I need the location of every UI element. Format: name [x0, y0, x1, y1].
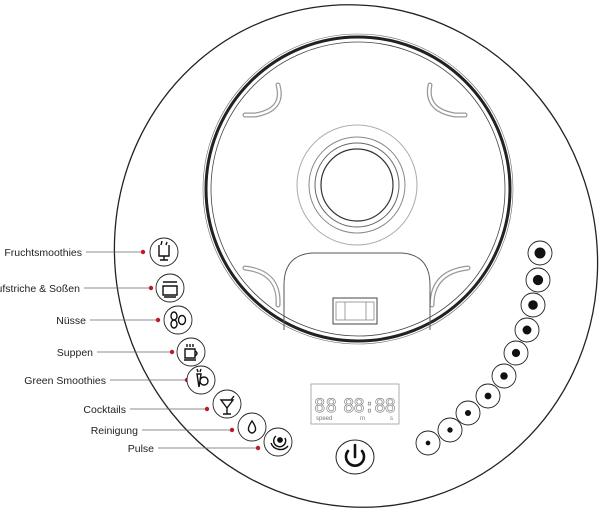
program-soup-cup-button[interactable]: Suppen	[57, 337, 206, 367]
program-button-ring[interactable]	[237, 412, 267, 442]
lid-grip	[242, 82, 471, 308]
speed-level-dot	[511, 348, 521, 358]
speed-selector	[415, 240, 553, 456]
leader-dot	[169, 349, 175, 355]
housing-outline	[113, 4, 599, 508]
speed-button-8[interactable]	[520, 292, 546, 318]
speed-button-7[interactable]	[514, 317, 540, 343]
program-button-ring[interactable]	[155, 273, 185, 303]
speed-button-10[interactable]	[527, 240, 553, 266]
speed-level-dot	[500, 372, 508, 380]
vegetables-icon	[196, 368, 209, 388]
leader-dot	[148, 285, 154, 291]
speed-button-6[interactable]	[503, 340, 529, 366]
speed-button-1[interactable]	[415, 430, 441, 456]
program-label: Aufstriche & Soßen	[0, 283, 80, 295]
speed-button-9[interactable]	[525, 267, 551, 293]
leader-dot	[229, 427, 235, 433]
pulse-icon	[270, 435, 289, 451]
program-button-ring[interactable]	[186, 365, 216, 395]
power-button[interactable]	[335, 439, 375, 475]
nuts-icon	[170, 311, 187, 329]
soup-cup-icon	[184, 344, 198, 361]
program-button-ring[interactable]	[149, 237, 179, 267]
cocktail-glass-icon	[219, 395, 235, 415]
speed-level-dot	[425, 440, 431, 446]
leader-dot	[155, 317, 161, 323]
program-cocktail-glass-button[interactable]: Cocktails	[83, 389, 242, 419]
program-label: Reinigung	[91, 425, 138, 437]
lcd-display: 88 88:88 speed m s	[310, 383, 400, 425]
speed-level-dot	[532, 274, 544, 286]
program-nuts-button[interactable]: Nüsse	[56, 305, 193, 335]
lid-latch[interactable]	[332, 297, 378, 325]
speed-level-dot	[522, 325, 532, 335]
program-smoothie-glass-button[interactable]: Fruchtsmoothies	[4, 237, 179, 267]
speed-level-dot	[464, 409, 472, 417]
time-digits: 88:88	[343, 395, 396, 417]
program-water-drop-button[interactable]: Reinigung	[91, 412, 267, 442]
program-label: Suppen	[57, 347, 93, 359]
leader-dot	[204, 406, 210, 412]
program-button-ring[interactable]	[176, 337, 206, 367]
lid-hub	[296, 124, 418, 246]
spout-outline	[283, 252, 431, 330]
speed-label: speed	[316, 416, 332, 422]
program-label: Green Smoothies	[24, 375, 106, 387]
speed-level-dot	[447, 427, 453, 433]
program-label: Nüsse	[56, 315, 86, 327]
water-drop-icon	[247, 419, 257, 434]
seconds-label: s	[390, 416, 393, 422]
power-icon	[344, 443, 366, 467]
speed-button-2[interactable]	[437, 417, 463, 443]
leader-dot	[255, 445, 261, 451]
smoothie-glass-icon	[158, 240, 170, 261]
leader-dot	[140, 249, 146, 255]
minutes-label: m	[360, 416, 365, 422]
program-label: Cocktails	[83, 404, 126, 416]
speed-button-5[interactable]	[491, 363, 517, 389]
program-buttons: FruchtsmoothiesAufstriche & SoßenNüsseSu…	[0, 237, 293, 457]
program-spread-jar-button[interactable]: Aufstriche & Soßen	[0, 273, 185, 303]
program-pulse-button[interactable]: Pulse	[128, 427, 293, 457]
lid	[202, 33, 514, 345]
program-vegetables-button[interactable]: Green Smoothies	[24, 365, 216, 395]
speed-level-dot	[534, 247, 546, 259]
speed-button-3[interactable]	[455, 400, 481, 426]
spread-jar-icon	[162, 281, 178, 298]
speed-button-4[interactable]	[475, 383, 501, 409]
program-label: Fruchtsmoothies	[4, 247, 82, 259]
speed-level-dot	[528, 300, 538, 310]
speed-digits: 88	[314, 395, 337, 417]
program-label: Pulse	[128, 443, 154, 455]
speed-level-dot	[484, 392, 492, 400]
